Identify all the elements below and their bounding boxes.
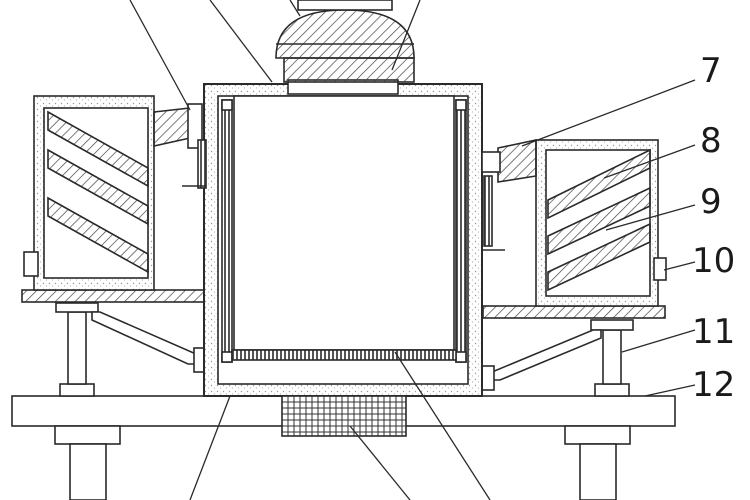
part-labels: 7 8 9 10 11 12 — [692, 51, 735, 405]
label-9: 9 — [700, 182, 722, 222]
label-12: 12 — [692, 365, 735, 405]
leader-lines — [129, 0, 696, 500]
left-nozzle — [153, 96, 207, 230]
label-10: 10 — [692, 241, 735, 281]
label-7: 7 — [700, 51, 722, 91]
left-unit — [23, 95, 155, 291]
right-nozzle — [481, 139, 537, 251]
right-unit — [535, 139, 667, 307]
legs — [54, 425, 631, 500]
support-posts — [55, 302, 634, 397]
top-motor — [275, 0, 415, 95]
label-11: 11 — [692, 312, 735, 352]
label-8: 8 — [700, 121, 722, 161]
main-container — [203, 83, 483, 437]
